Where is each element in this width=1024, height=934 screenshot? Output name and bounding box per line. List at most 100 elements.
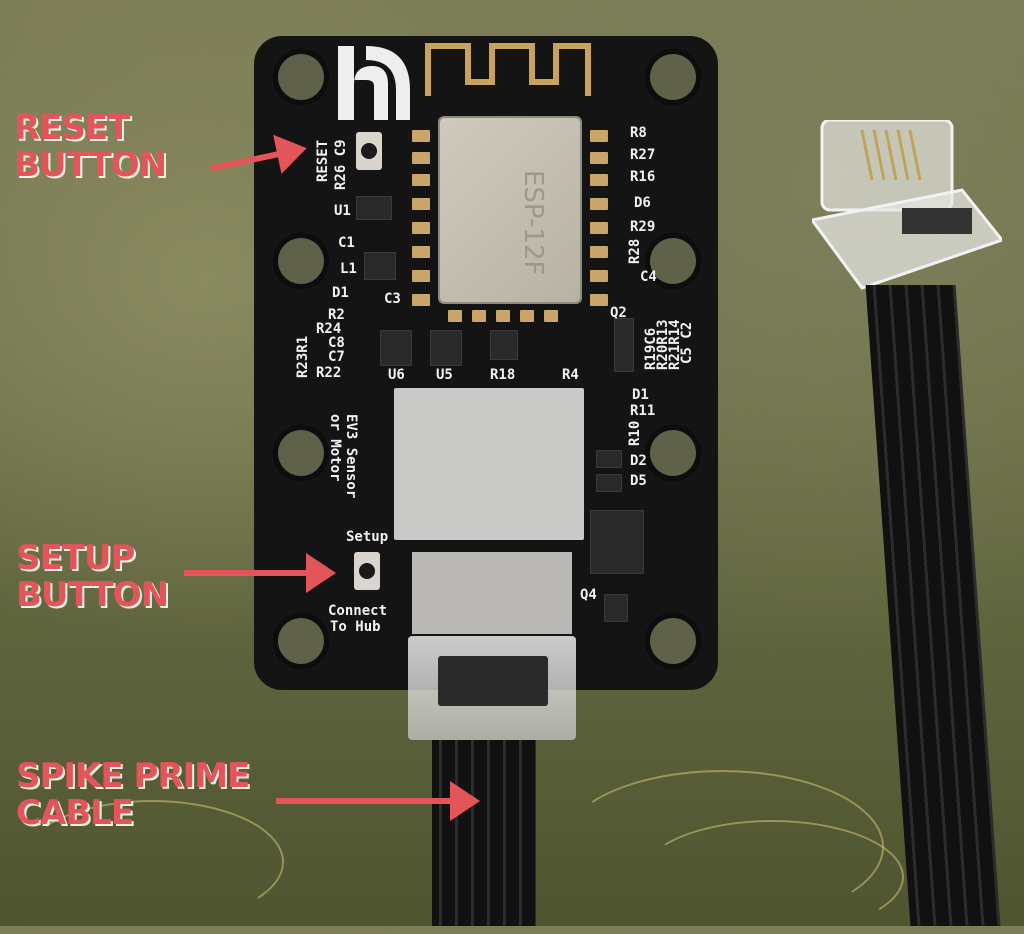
- inductor-l1: [364, 252, 396, 280]
- solder-pad: [590, 152, 608, 164]
- solder-pad: [520, 310, 534, 322]
- solder-pad: [590, 270, 608, 282]
- silk-c8: C8: [328, 335, 345, 351]
- chip-8pin: [590, 510, 644, 574]
- silk-setup: Setup: [346, 529, 389, 545]
- silk-q4: Q4: [580, 587, 597, 603]
- silk-u5: U5: [436, 367, 453, 383]
- module-label: ESP-12F: [518, 170, 548, 276]
- silk-r24: R24: [316, 321, 342, 337]
- chip-q4: [604, 594, 628, 622]
- rj-style-plug-icon[interactable]: [812, 120, 1002, 290]
- silk-r22: R22: [316, 365, 342, 381]
- annotation-line: BUTTON: [14, 145, 167, 186]
- diode-d5: [596, 474, 622, 492]
- mounting-hole: [644, 424, 702, 482]
- silk-q2: Q2: [610, 305, 627, 321]
- silk-r2: R2: [328, 307, 345, 323]
- reset-button[interactable]: [356, 132, 382, 170]
- silk-d2: D2: [630, 453, 647, 469]
- silk-c1: C1: [338, 235, 355, 251]
- silk-u6: U6: [388, 367, 405, 383]
- solder-pad: [448, 310, 462, 322]
- solder-pad: [412, 198, 430, 210]
- solder-pad: [412, 130, 430, 142]
- solder-pad: [412, 246, 430, 258]
- mounting-hole: [272, 48, 330, 106]
- silk-ev3-line1: EV3 Sensor: [343, 414, 359, 499]
- silk-ev3-line2: or Motor: [327, 414, 343, 482]
- arrow-icon: [184, 553, 336, 593]
- chip-u4: [490, 330, 518, 360]
- silk-d6: D6: [634, 195, 651, 211]
- background-gold-pattern: [640, 820, 904, 934]
- solder-pad: [590, 174, 608, 186]
- silk-l1: L1: [340, 261, 357, 277]
- mounting-hole: [272, 612, 330, 670]
- solder-pad: [544, 310, 558, 322]
- solder-pad: [590, 294, 608, 306]
- annotation-line: SPIKE PRIME: [16, 756, 250, 796]
- silk-r4: R4: [562, 367, 579, 383]
- silk-u1: U1: [334, 203, 351, 219]
- mounting-hole: [272, 424, 330, 482]
- esp-12f-module: [440, 118, 580, 302]
- silk-r27: R27: [630, 147, 656, 163]
- annotation-reset-button: RESET BUTTON: [14, 108, 167, 186]
- ev3-connector-socket: [394, 388, 584, 540]
- arrow-icon: [276, 781, 480, 821]
- silk-reset: RESET: [315, 139, 331, 182]
- silk-r28: R28: [627, 238, 643, 264]
- annotation-line: RESET: [14, 108, 130, 148]
- silk-r23r1: R23R1: [295, 335, 311, 378]
- solder-pad: [590, 130, 608, 142]
- right-cable[interactable]: [865, 285, 1001, 926]
- silk-r26c9: R26 C9: [333, 139, 349, 190]
- transistor-q2: [614, 318, 634, 372]
- silk-r11: R11: [630, 403, 656, 419]
- silk-c7: C7: [328, 349, 345, 365]
- solder-pad: [472, 310, 486, 322]
- setup-button[interactable]: [354, 552, 380, 590]
- mounting-hole: [644, 612, 702, 670]
- silk-c3: C3: [384, 291, 401, 307]
- chip-u5: [430, 330, 462, 366]
- solder-pad: [412, 152, 430, 164]
- brand-logo-icon: [338, 46, 410, 120]
- solder-pad: [412, 294, 430, 306]
- silk-c4: C4: [640, 269, 657, 285]
- silk-r29: R29: [630, 219, 656, 235]
- silk-r18: R18: [490, 367, 516, 383]
- silk-r16: R16: [630, 169, 656, 185]
- spike-prime-cable[interactable]: [432, 740, 536, 926]
- mounting-hole: [644, 48, 702, 106]
- solder-pad: [496, 310, 510, 322]
- chip-u6: [380, 330, 412, 366]
- silk-r8: R8: [630, 125, 647, 141]
- silk-to-hub: To Hub: [330, 619, 381, 635]
- solder-pad: [412, 270, 430, 282]
- silk-d1b: D1: [632, 387, 649, 403]
- diode-d2: [596, 450, 622, 468]
- wifi-antenna-trace-icon: [425, 43, 591, 96]
- chip-u1: [356, 196, 392, 220]
- silk-r10: R10: [627, 420, 643, 446]
- silk-c5c2: C5 C2: [679, 321, 695, 364]
- annotation-line: SETUP: [16, 538, 135, 578]
- annotation-line: CABLE: [16, 793, 134, 834]
- silk-connect: Connect: [328, 603, 388, 619]
- mounting-hole: [644, 232, 702, 290]
- background-gold-pattern: [20, 800, 284, 924]
- spike-plug-latch: [412, 552, 572, 634]
- solder-pad: [412, 174, 430, 186]
- solder-pad: [590, 246, 608, 258]
- solder-pad: [412, 222, 430, 234]
- spike-plug-housing[interactable]: [408, 636, 576, 740]
- silk-d1: D1: [332, 285, 349, 301]
- annotation-setup-button: SETUP BUTTON: [16, 538, 169, 616]
- silk-d5: D5: [630, 473, 647, 489]
- annotation-line: BUTTON: [16, 575, 169, 616]
- mounting-hole: [272, 232, 330, 290]
- solder-pad: [590, 222, 608, 234]
- annotation-spike-prime-cable: SPIKE PRIME CABLE: [16, 756, 250, 834]
